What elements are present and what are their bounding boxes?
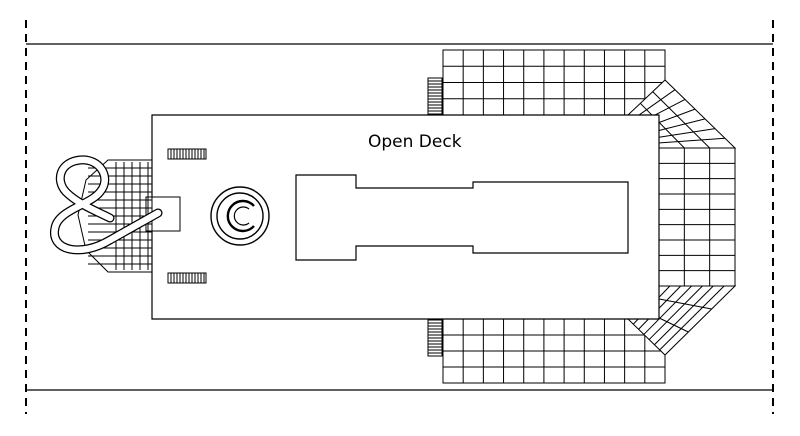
seating-grid [443,50,735,383]
slide-base-grid-outline [78,160,152,272]
ramps [428,78,442,356]
central-structure [296,175,628,260]
c-emblem-icon [211,187,269,245]
open-deck-label: Open Deck [368,132,462,152]
boundary-lines [26,20,773,414]
vent-lower [168,273,206,283]
seating-block-bottom [443,319,665,383]
seating-block-right [659,148,735,286]
vent-grilles [168,149,206,283]
slide-area [54,160,180,272]
seating-block-top [443,50,665,115]
vent-upper [168,149,206,159]
